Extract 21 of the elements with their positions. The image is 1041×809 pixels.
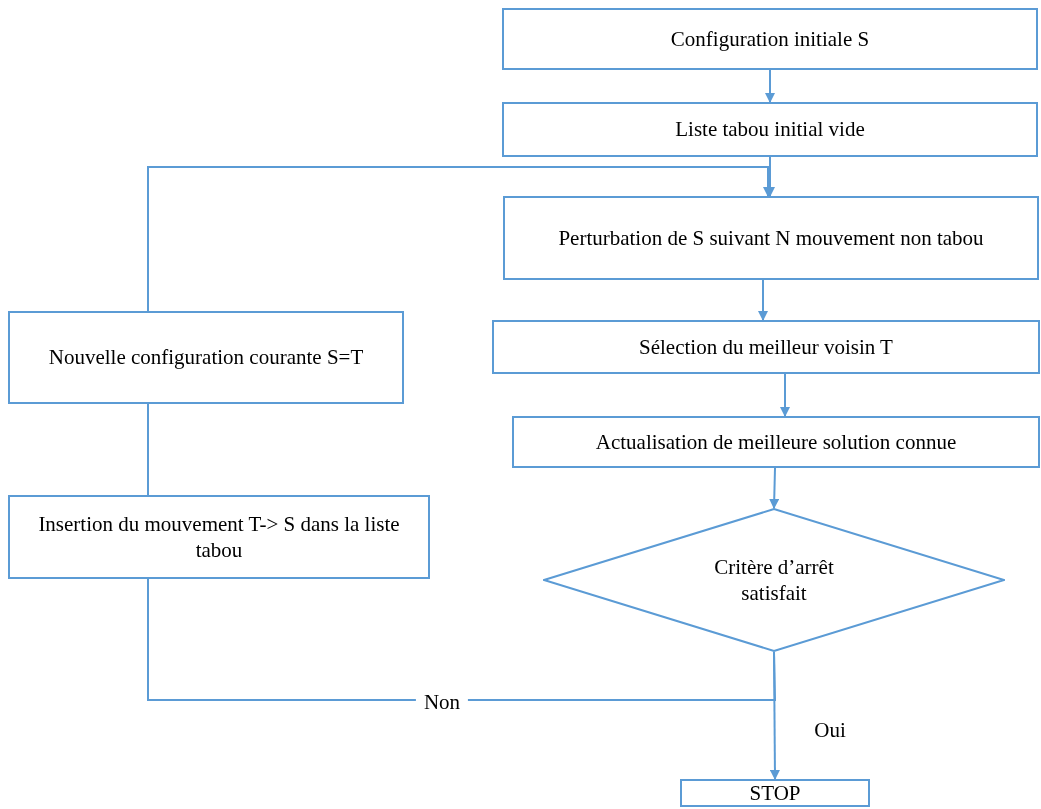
process-box [512, 416, 1040, 468]
box-text: STOP [749, 779, 801, 807]
process-box [8, 495, 430, 579]
process-box [8, 311, 404, 404]
process-box [492, 320, 1040, 374]
box-text: Perturbation de S suivant N mouvement non tabou [558, 224, 984, 252]
box-text: Insertion du mouvement T-> S dans la liste tabou [37, 510, 401, 564]
box-text: Configuration initiale S [670, 25, 870, 53]
process-box [503, 196, 1039, 280]
connector-arrow [765, 69, 775, 103]
process-box [502, 8, 1038, 70]
connector-arrow [769, 467, 780, 509]
process-box [680, 779, 870, 807]
connector-arrow [758, 279, 768, 321]
connector-arrow [780, 373, 790, 417]
box-text: Sélection du meilleur voisin T [639, 333, 893, 361]
box-text: Nouvelle configuration courante S=T [48, 344, 364, 371]
box-text: Liste tabou initial vide [675, 116, 865, 143]
process-box [502, 102, 1038, 157]
box-text: Actualisation de meilleure solution connue [595, 428, 957, 456]
decision-text: Critère d’arrêt satisfait [713, 553, 835, 607]
